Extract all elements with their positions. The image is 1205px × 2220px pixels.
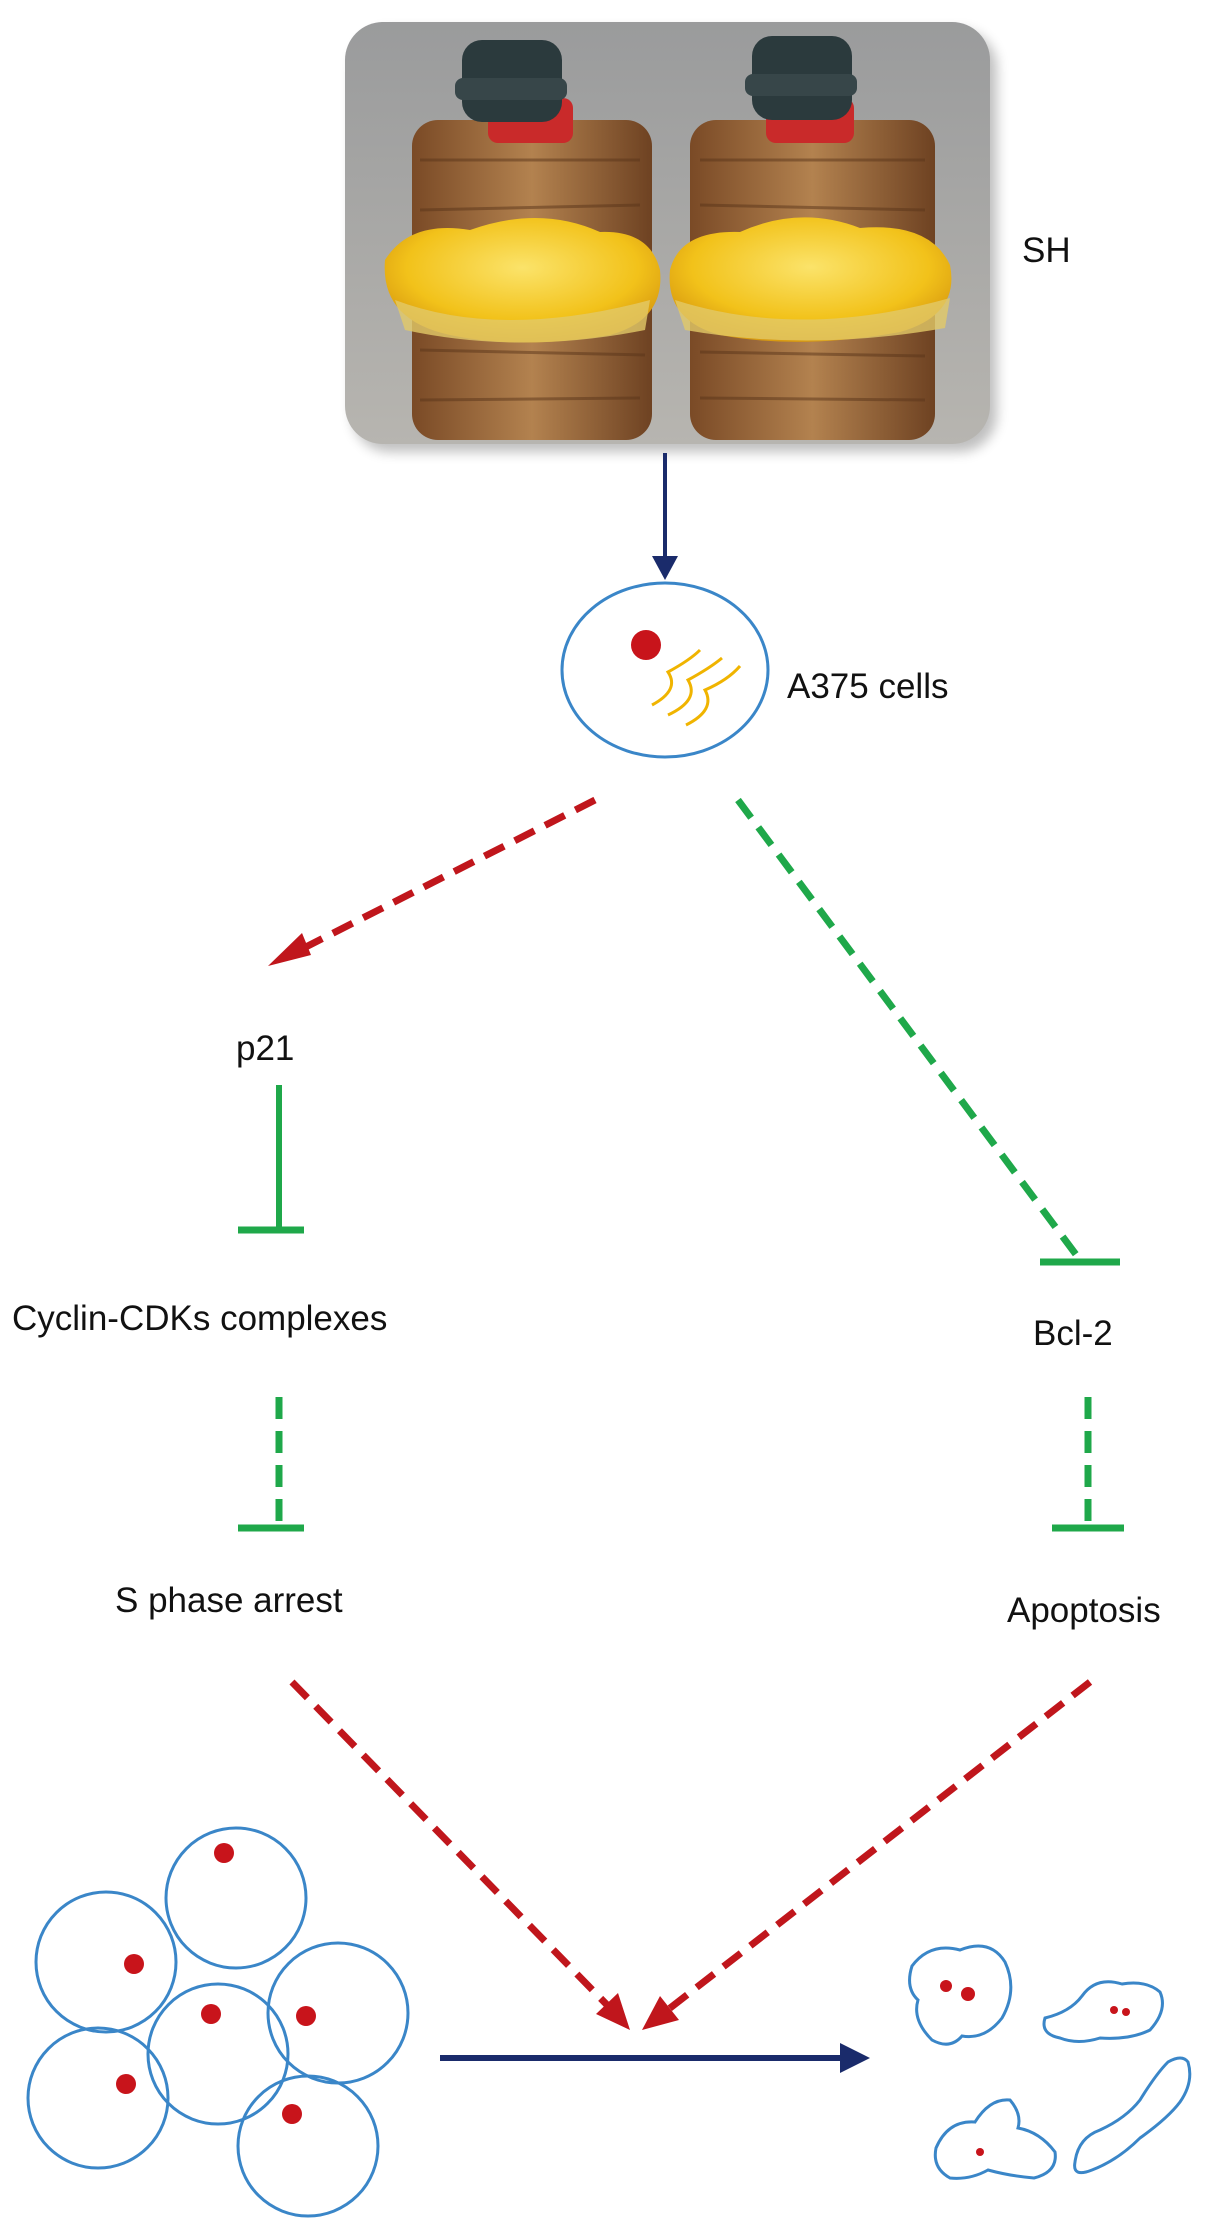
arrow-cell-to-p21 (268, 796, 597, 966)
arrow-sphase-to-outcome (289, 1679, 630, 2030)
arrow-cells-to-fragments (440, 2043, 870, 2073)
inhibit-cyclin-to-sphase (238, 1397, 304, 1532)
label-cyclin: Cyclin-CDKs complexes (12, 1299, 387, 1338)
arrow-apoptosis-to-outcome (642, 1679, 1093, 2030)
arrow-photo-to-cell (652, 453, 678, 580)
label-a375: A375 cells (787, 667, 948, 706)
label-p21: p21 (236, 1029, 294, 1068)
nucleus-icon (631, 630, 661, 660)
apoptotic-cell-fragments-icon (908, 1944, 1192, 2180)
inhibit-p21-to-cyclin (238, 1085, 304, 1234)
label-bcl2: Bcl-2 (1033, 1314, 1113, 1353)
cell-icon (560, 581, 770, 759)
label-apoptosis: Apoptosis (1007, 1591, 1161, 1630)
label-s-phase: S phase arrest (115, 1581, 343, 1620)
inhibit-cell-to-bcl2 (735, 797, 1120, 1266)
label-sh: SH (1022, 231, 1071, 270)
mushroom-bottles-photo (345, 22, 997, 452)
healthy-cell-cluster-icon (26, 1826, 410, 2218)
inhibit-bcl2-to-apoptosis (1052, 1397, 1124, 1532)
